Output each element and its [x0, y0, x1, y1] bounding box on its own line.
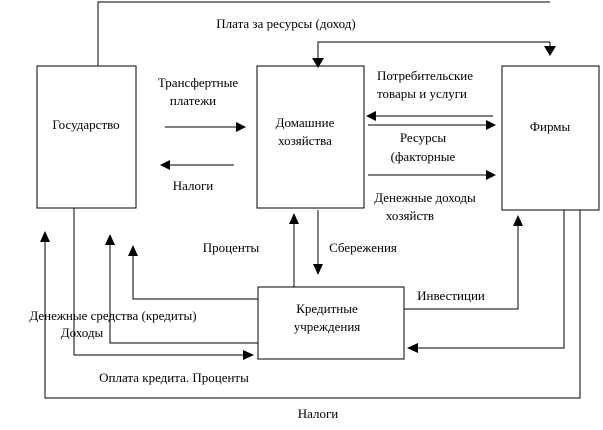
credit-institutions-label-line2: учреждения	[294, 319, 361, 334]
transfers-label-line1: Трансфертные	[158, 75, 238, 90]
resource-payment-arrowhead	[312, 58, 324, 68]
flow-transfers: Трансфертные платежи	[158, 75, 246, 132]
flow-top-loop	[97, 1, 550, 66]
flow-investments: Инвестиции	[404, 215, 523, 310]
flow-firms-to-credit	[407, 210, 565, 353]
flow-income: Доходы	[61, 234, 258, 344]
flow-resource-payment: Плата за ресурсы (доход)	[216, 16, 556, 68]
savings-label: Сбережения	[329, 240, 397, 255]
households-label-line2: хозяйства	[278, 133, 332, 148]
firms-to-credit-line	[416, 210, 565, 349]
node-state: Государство	[36, 65, 137, 209]
firms-to-credit-arrowhead	[407, 343, 418, 353]
resources-arrowhead	[486, 120, 496, 130]
investments-line	[404, 225, 519, 310]
interest-arrowhead	[289, 213, 299, 224]
income-arrowhead	[105, 234, 115, 245]
loan-repayment-label: Оплата кредита. Проценты	[99, 370, 249, 385]
loan-repayment-line	[73, 208, 244, 356]
households-box	[256, 65, 365, 209]
savings-arrowhead	[313, 264, 323, 275]
investments-arrowhead	[513, 215, 523, 226]
flow-taxes-households: Налоги	[160, 160, 234, 193]
taxes-firms-arrowhead	[40, 231, 50, 242]
flow-savings: Сбережения	[313, 210, 397, 275]
state-label: Государство	[52, 117, 119, 132]
investments-label: Инвестиции	[417, 288, 485, 303]
transfers-arrowhead	[236, 122, 246, 132]
income-line	[109, 243, 258, 344]
resource-payment-label: Плата за ресурсы (доход)	[216, 16, 355, 31]
resources-label-line2: (факторные	[391, 149, 456, 164]
flow-resources: Ресурсы (факторные	[368, 120, 496, 164]
flow-money-credits: Денежные средства (кредиты)	[29, 245, 258, 323]
firms-label: Фирмы	[530, 119, 571, 134]
taxes-firms-label: Налоги	[298, 406, 339, 421]
top-loop-line	[97, 1, 550, 66]
credit-institutions-box	[257, 286, 405, 360]
money-income-arrowhead	[486, 170, 496, 180]
money-credits-line	[132, 254, 258, 300]
node-households: Домашние хозяйства	[256, 65, 365, 209]
flow-consumer-goods: Потребительские товары и услуги	[366, 68, 493, 121]
credit-institutions-label-line1: Кредитные	[296, 301, 358, 316]
money-income-label-line2: хозяйств	[386, 208, 434, 223]
firms-inflow-arrowhead	[544, 46, 556, 56]
money-credits-arrowhead	[128, 245, 138, 256]
flow-loan-repayment: Оплата кредита. Проценты	[73, 208, 254, 385]
resource-payment-line	[317, 41, 550, 58]
money-credits-label: Денежные средства (кредиты)	[29, 308, 196, 323]
money-income-label-line1: Денежные доходы	[374, 190, 476, 205]
consumer-goods-label-line1: Потребительские	[377, 68, 473, 83]
income-label: Доходы	[61, 325, 104, 340]
taxes-households-label: Налоги	[173, 178, 214, 193]
node-credit-institutions: Кредитные учреждения	[257, 286, 405, 360]
transfers-label-line2: платежи	[170, 93, 216, 108]
loan-repayment-arrowhead	[243, 350, 254, 360]
consumer-goods-label-line2: товары и услуги	[377, 86, 467, 101]
households-label-line1: Домашние	[276, 115, 335, 130]
resources-label-line1: Ресурсы	[400, 130, 447, 145]
flow-money-income: Денежные доходы хозяйств	[368, 170, 496, 223]
taxes-firms-line	[44, 210, 581, 399]
firms-box	[501, 65, 600, 211]
consumer-goods-arrowhead	[366, 111, 376, 121]
node-firms: Фирмы	[501, 65, 600, 211]
flow-interest: Проценты	[203, 213, 299, 287]
state-box	[36, 65, 137, 209]
interest-label: Проценты	[203, 240, 260, 255]
flow-taxes-firms: Налоги	[40, 210, 581, 421]
taxes-households-arrowhead	[160, 160, 170, 170]
